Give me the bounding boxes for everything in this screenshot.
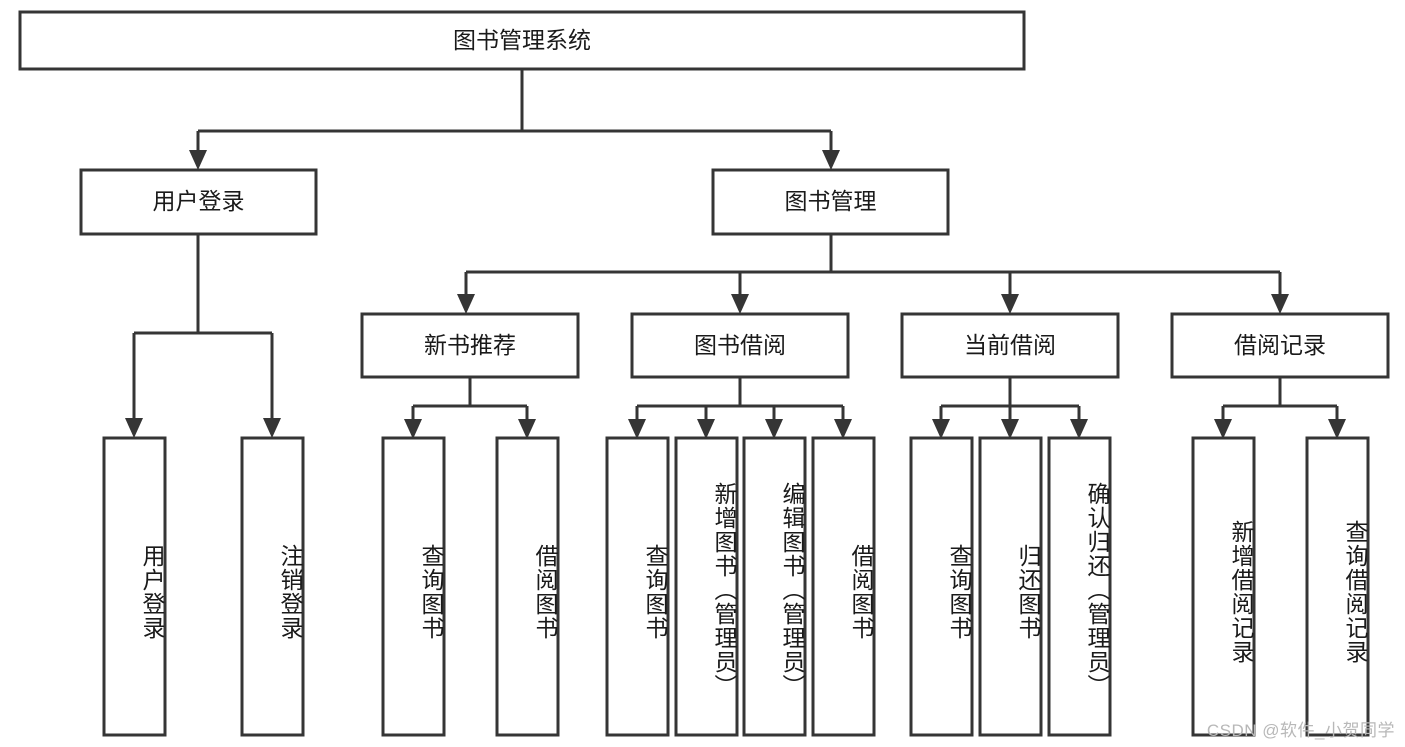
node-box-current-borrow[interactable] [900, 312, 1120, 379]
node-box-leaf-rec-borrow-book[interactable] [495, 436, 560, 737]
arrow-heads [125, 150, 1346, 439]
node-box-borrow-record[interactable] [1170, 312, 1390, 379]
connector-book-manage-to-level3 [464, 234, 1282, 294]
node-box-leaf-borrow-edit-book[interactable] [742, 436, 807, 737]
node-box-leaf-rec-add-record[interactable] [1191, 436, 1256, 737]
connector-user-login-to-leaves [132, 234, 274, 418]
node-box-user-login[interactable] [79, 168, 318, 236]
node-box-book-manage[interactable] [711, 168, 950, 236]
node-box-leaf-user-login[interactable] [102, 436, 167, 737]
node-box-book-borrow[interactable] [630, 312, 850, 379]
watermark-text: CSDN @软件_小贺同学 [1206, 721, 1395, 740]
node-box-leaf-cur-query-book[interactable] [909, 436, 974, 737]
node-box-leaf-cur-confirm-return[interactable] [1047, 436, 1112, 737]
node-box-leaf-borrow-query-book[interactable] [605, 436, 670, 737]
node-box-leaf-cur-return-book[interactable] [978, 436, 1043, 737]
connector-new-book-rec-to-leaves [411, 377, 529, 419]
node-box-leaf-rec-query-book[interactable] [381, 436, 446, 737]
connector-root-to-level2 [196, 69, 833, 150]
connector-borrow-record-to-leaves [1221, 377, 1339, 419]
node-box-root[interactable] [18, 10, 1026, 71]
connector-book-borrow-to-leaves [635, 377, 845, 419]
connector-current-borrow-to-leaves [939, 377, 1081, 419]
node-box-leaf-borrow-add-book[interactable] [674, 436, 739, 737]
node-box-leaf-borrow-borrow-book[interactable] [811, 436, 876, 737]
node-box-leaf-rec-query-record[interactable] [1305, 436, 1370, 737]
node-box-leaf-user-logout[interactable] [240, 436, 305, 737]
node-box-new-book-rec[interactable] [360, 312, 580, 379]
